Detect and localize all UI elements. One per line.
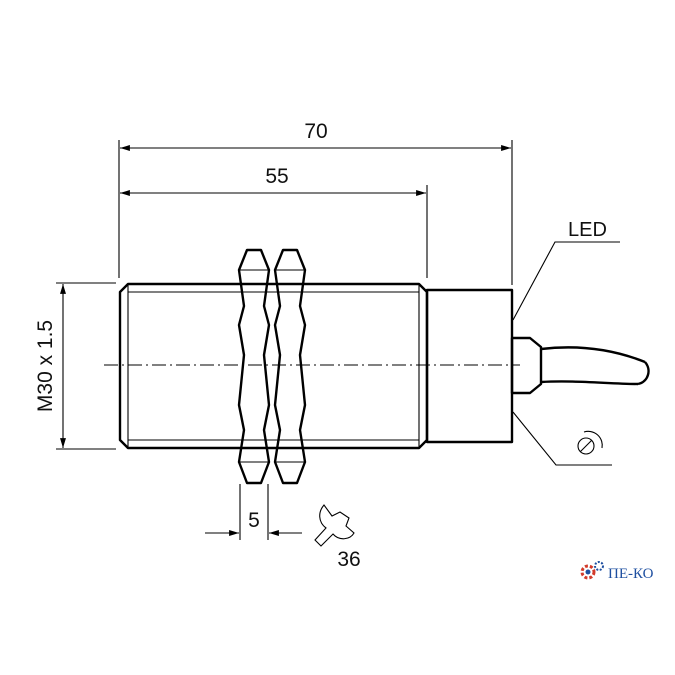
- thread-length-label: 55: [265, 165, 288, 188]
- sensor-thread-body: [118, 282, 429, 450]
- wrench-size-label: 36: [337, 548, 360, 571]
- company-logo: ПЕ-КО: [580, 561, 654, 582]
- led-label: LED: [568, 219, 607, 241]
- thread-spec-label: M30 x 1.5: [34, 320, 57, 412]
- dimension-overall-length: 70: [120, 120, 511, 151]
- extension-lines: [56, 140, 513, 540]
- lock-nut-right: [273, 248, 307, 485]
- dimension-nut-thickness: 5: [205, 509, 302, 536]
- dimension-thread-diameter: M30 x 1.5: [34, 284, 66, 448]
- lock-nut-left: [237, 248, 271, 485]
- cable-gland: [510, 336, 543, 395]
- cable: [540, 346, 650, 386]
- potentiometer-callout: [512, 411, 612, 466]
- dimension-thread-length: 55: [120, 165, 426, 196]
- led-callout: LED: [512, 219, 620, 321]
- sensor-rear-housing: [425, 288, 514, 444]
- wrench-icon: [314, 504, 355, 547]
- nut-thickness-label: 5: [248, 509, 260, 532]
- overall-length-label: 70: [304, 120, 327, 143]
- logo-text: ПЕ-КО: [608, 566, 654, 582]
